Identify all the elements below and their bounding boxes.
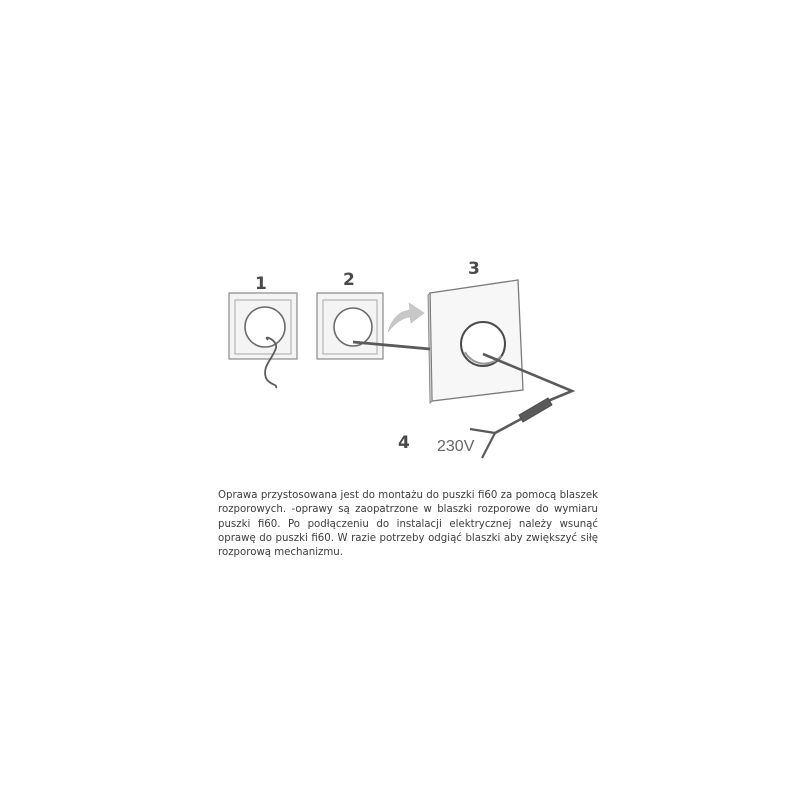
cable-connector: [518, 397, 553, 423]
step-2-number: 2: [343, 270, 355, 290]
loose-wire: [264, 336, 278, 389]
installation-instructions: Oprawa przystosowana jest do montażu do …: [218, 489, 598, 560]
step-3-fixture-plate: [427, 279, 524, 404]
mains-wire-a: [469, 427, 496, 435]
step-3-number: 3: [468, 259, 480, 279]
mains-cable: [494, 417, 522, 435]
mains-wire-b: [481, 432, 496, 459]
step-2-wall-box: [316, 292, 384, 360]
voltage-label: 230V: [437, 438, 475, 455]
step-1-wall-box: [228, 292, 298, 389]
cable-to-fixture: [352, 340, 431, 351]
instructions-text: Oprawa przystosowana jest do montażu do …: [218, 490, 598, 559]
step-4-number: 4: [398, 433, 410, 453]
step-1-number: 1: [255, 274, 267, 294]
curved-arrow-icon: [387, 302, 425, 333]
fixture-output-cable: [482, 352, 576, 405]
